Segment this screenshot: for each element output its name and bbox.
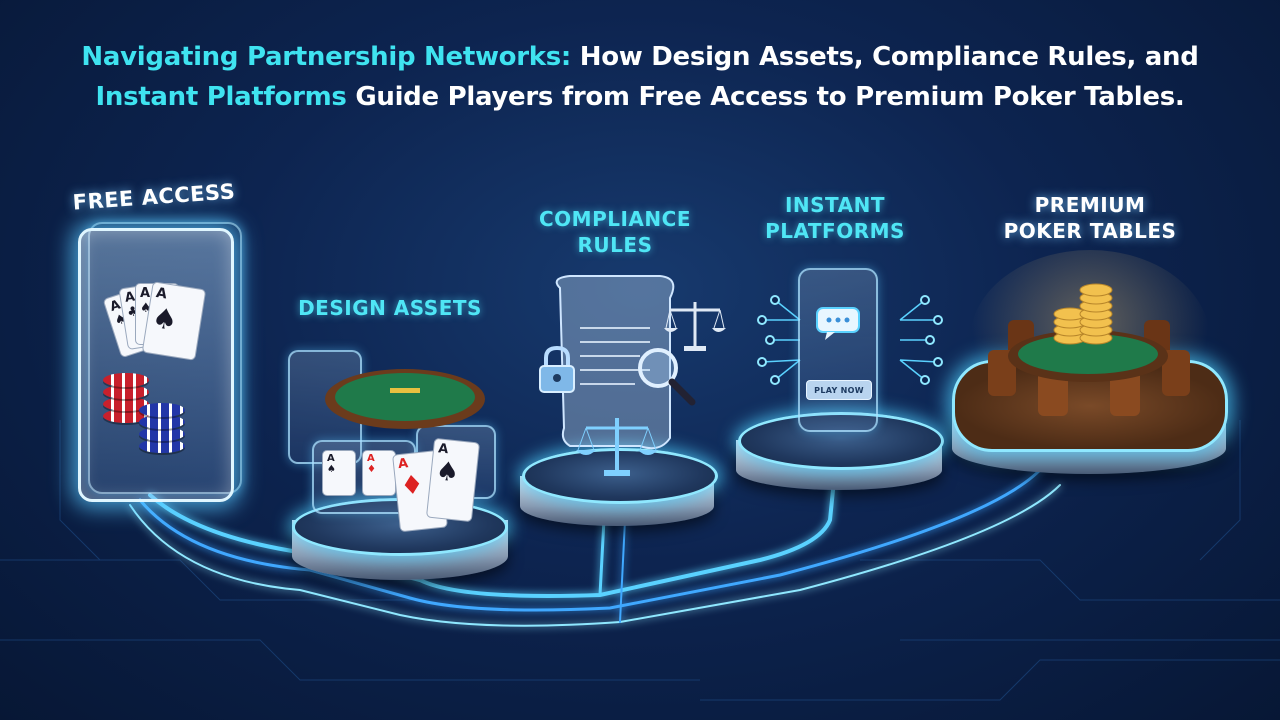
compliance-rules-label: COMPLIANCE RULES	[520, 206, 710, 258]
ace-diamonds-card: A♦	[362, 450, 396, 496]
scales-icon	[664, 302, 726, 351]
compliance-text-2: RULES	[577, 233, 653, 257]
ui-mockup-panel	[288, 350, 362, 464]
instant-text-1: INSTANT	[784, 193, 886, 217]
network-nodes-icon	[757, 295, 943, 385]
instant-platforms-label: INSTANT PLATFORMS	[740, 192, 930, 244]
instant-platform	[738, 412, 944, 470]
smartphone-frame	[798, 268, 878, 432]
free-access-card: A♠ A♣ A♠ A♠	[78, 228, 234, 502]
magnifier-icon	[638, 348, 696, 406]
compliance-text-1: COMPLIANCE	[539, 207, 691, 231]
design-assets-text: DESIGN ASSETS	[298, 296, 482, 320]
document-scroll-icon	[555, 275, 675, 450]
premium-text-1: PREMIUM	[1034, 193, 1146, 217]
chat-bubble-icon	[816, 307, 860, 340]
free-access-card-back	[88, 222, 242, 494]
poker-table-icon	[325, 369, 485, 429]
premium-label: PREMIUM POKER TABLES	[995, 192, 1185, 244]
ace-spades-large-card: A♠	[425, 437, 481, 523]
padlock-icon	[539, 345, 575, 393]
title-highlight-2: Instant Platforms	[95, 82, 347, 112]
premium-text-2: POKER TABLES	[1003, 219, 1177, 243]
play-now-button[interactable]: PLAY NOW	[806, 380, 872, 400]
scales-icon-large	[576, 418, 658, 476]
instant-text-2: PLATFORMS	[765, 219, 905, 243]
title-highlight-1: Navigating Partnership Networks:	[81, 42, 572, 72]
design-assets-label: DESIGN ASSETS	[280, 296, 500, 320]
ace-spades-card: A♠	[322, 450, 356, 496]
title-line-1: Navigating Partnership Networks: How Des…	[40, 42, 1240, 72]
title-text-2: Guide Players from Free Access to Premiu…	[346, 82, 1185, 112]
chip-stack-icon	[1053, 283, 1113, 345]
title-line-2: Instant Platforms Guide Players from Fre…	[40, 82, 1240, 112]
title-text-1: How Design Assets, Compliance Rules, and	[571, 42, 1199, 72]
premium-table-icon	[988, 320, 1190, 416]
